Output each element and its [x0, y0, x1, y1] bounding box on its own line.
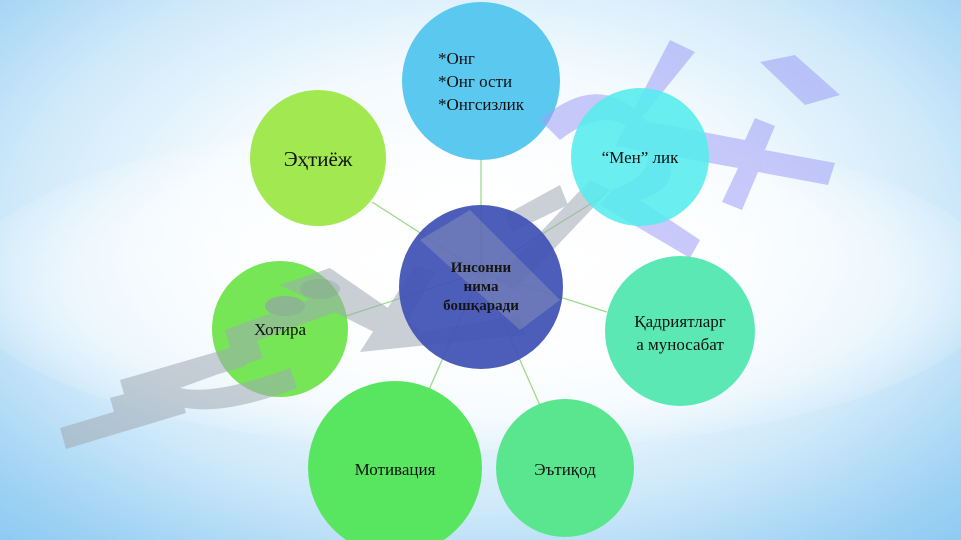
watermark-glyph-accent [760, 55, 840, 105]
node-circle-motivation [308, 381, 482, 540]
node-label-conscious: *Онг *Онг ости *Онгсизлик [437, 48, 525, 114]
node-circle-conscious [402, 2, 560, 160]
node-label-memory: Хотира [253, 320, 307, 339]
watermark-glyph [110, 384, 166, 419]
node-label-motivation: Мотивация [354, 460, 436, 479]
node-circle-need [250, 90, 386, 226]
node-circle-belief [496, 399, 634, 537]
watermark-overlay [265, 210, 560, 330]
watermark-glyph-accent [615, 40, 835, 210]
watermark-glyph [265, 296, 305, 316]
watermark-glyph [150, 338, 297, 410]
node-label-belief: Эътиқод [534, 460, 596, 479]
watermark-glyph [420, 210, 560, 330]
center-label: Инсонни нима бошқаради [443, 259, 519, 314]
node-label-self: “Мен” лик [601, 148, 679, 167]
node-label-values: Қадриятларг а муносабат [634, 312, 726, 354]
node-circle-values [605, 256, 755, 406]
watermark-glyph [265, 296, 305, 316]
center-circle [399, 205, 563, 369]
watermark-glyph [300, 279, 340, 299]
node-circle-self [571, 88, 709, 226]
watermark-glyph [225, 292, 336, 350]
watermark-glyph [300, 279, 340, 299]
node-label-need: Эҳтиёж [283, 146, 353, 171]
